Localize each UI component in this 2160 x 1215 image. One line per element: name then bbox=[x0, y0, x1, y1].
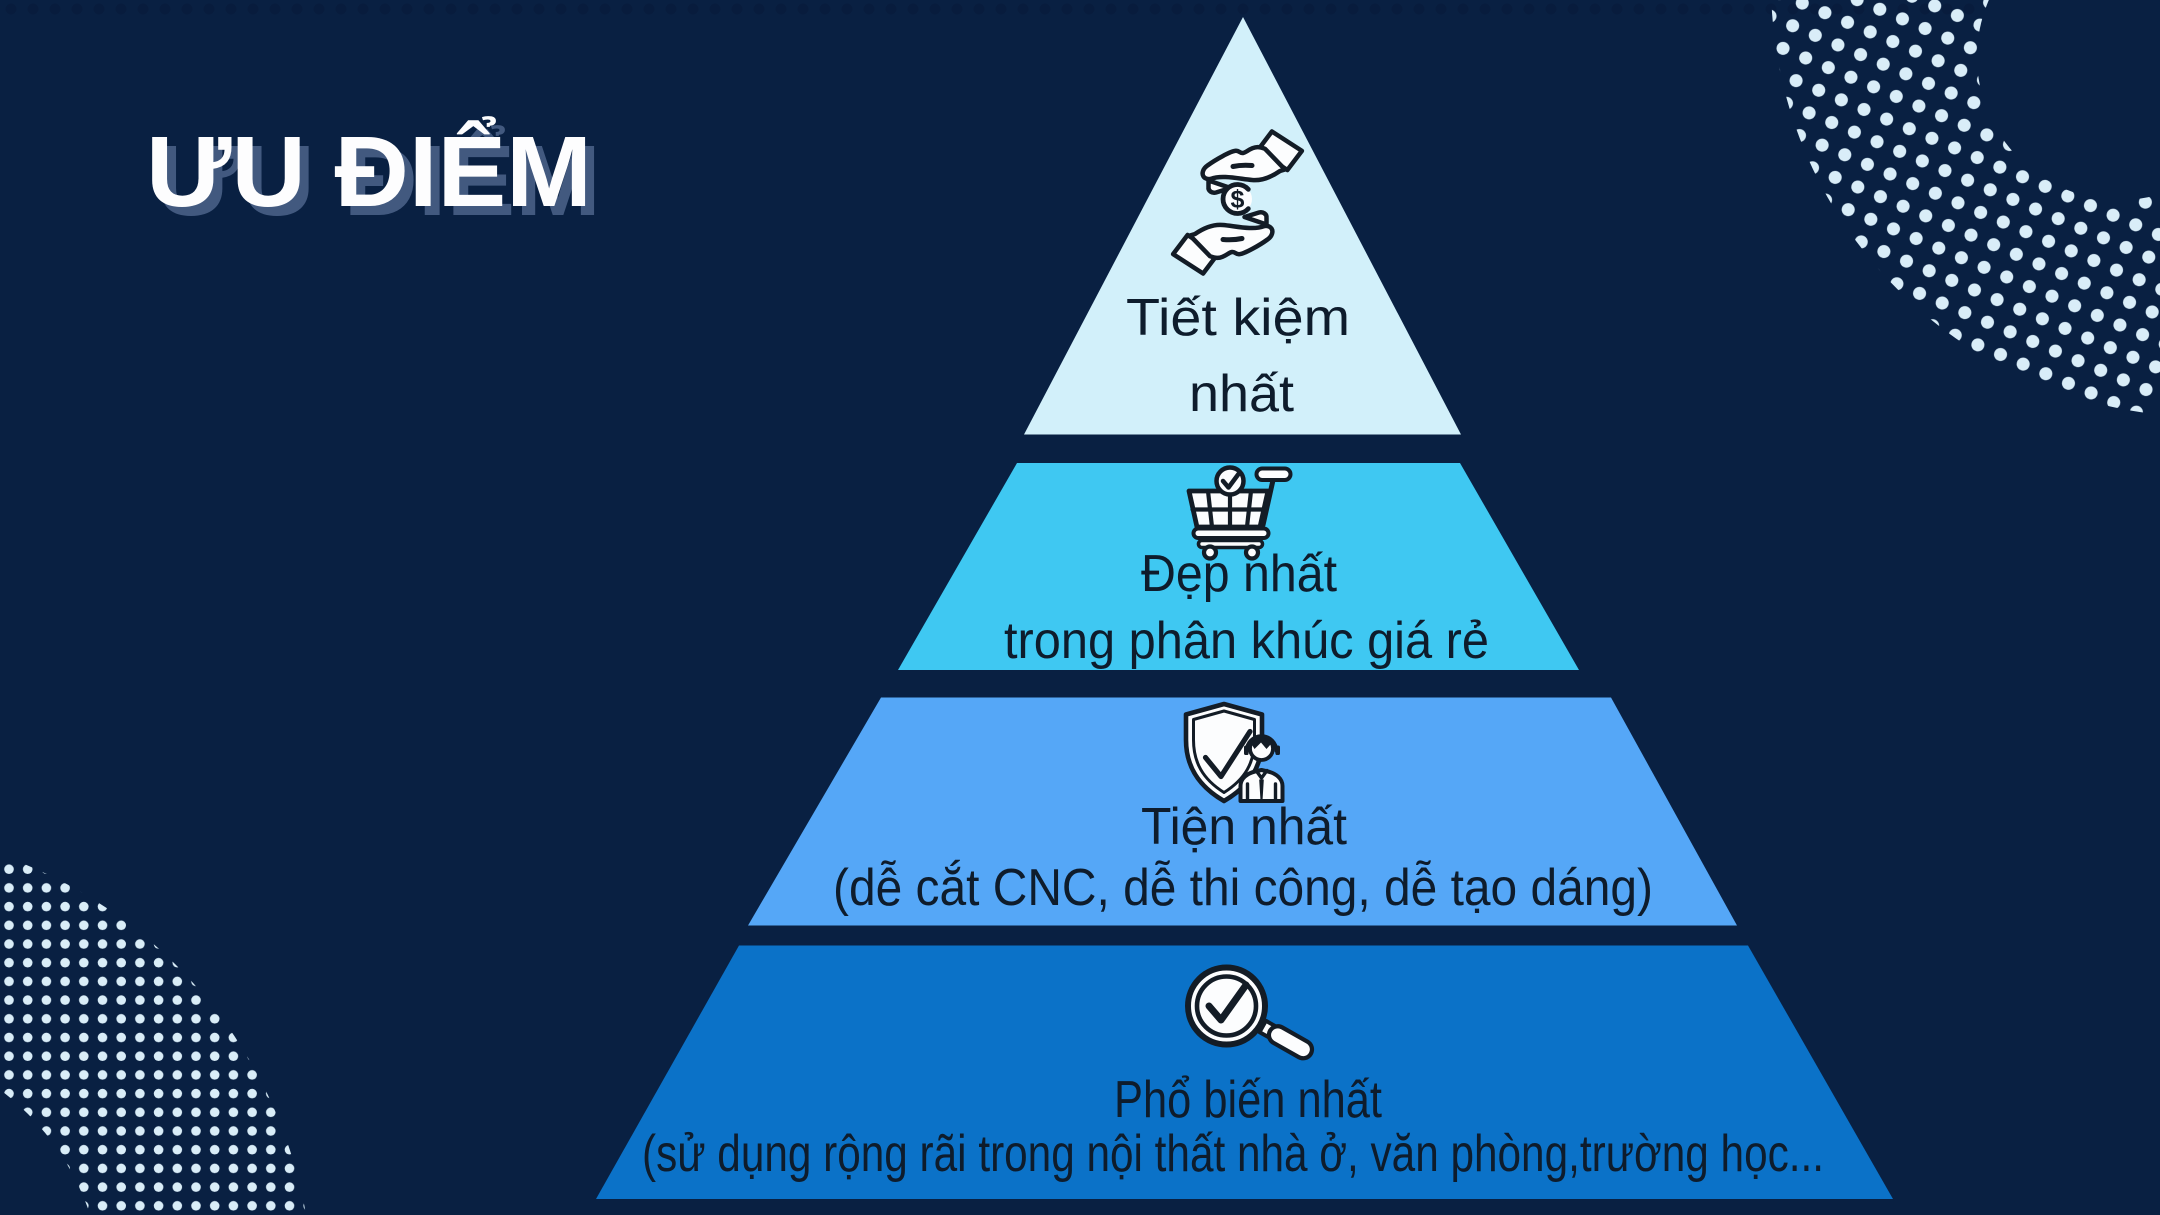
svg-text:ƯU ĐIỂM: ƯU ĐIỂM bbox=[146, 116, 592, 228]
svg-text:(sử dụng rộng rãi trong nội th: (sử dụng rộng rãi trong nội thất nhà ở, … bbox=[642, 1125, 1824, 1183]
svg-text:ƯU ĐIỂM: ƯU ĐIỂM bbox=[155, 125, 601, 237]
svg-text:Phổ biến nhất: Phổ biến nhất bbox=[1114, 1071, 1382, 1129]
svg-text:trong phân khúc giá rẻ: trong phân khúc giá rẻ bbox=[1004, 612, 1489, 670]
svg-text:Đẹp nhất: Đẹp nhất bbox=[1141, 545, 1338, 603]
svg-text:nhất: nhất bbox=[1189, 365, 1295, 423]
svg-text:(dễ cắt CNC, dễ thi công, dễ t: (dễ cắt CNC, dễ thi công, dễ tạo dáng) bbox=[833, 859, 1653, 917]
svg-text:Tiện nhất: Tiện nhất bbox=[1141, 798, 1348, 856]
svg-text:$: $ bbox=[1231, 186, 1245, 214]
svg-text:Tiết kiệm: Tiết kiệm bbox=[1126, 289, 1350, 347]
